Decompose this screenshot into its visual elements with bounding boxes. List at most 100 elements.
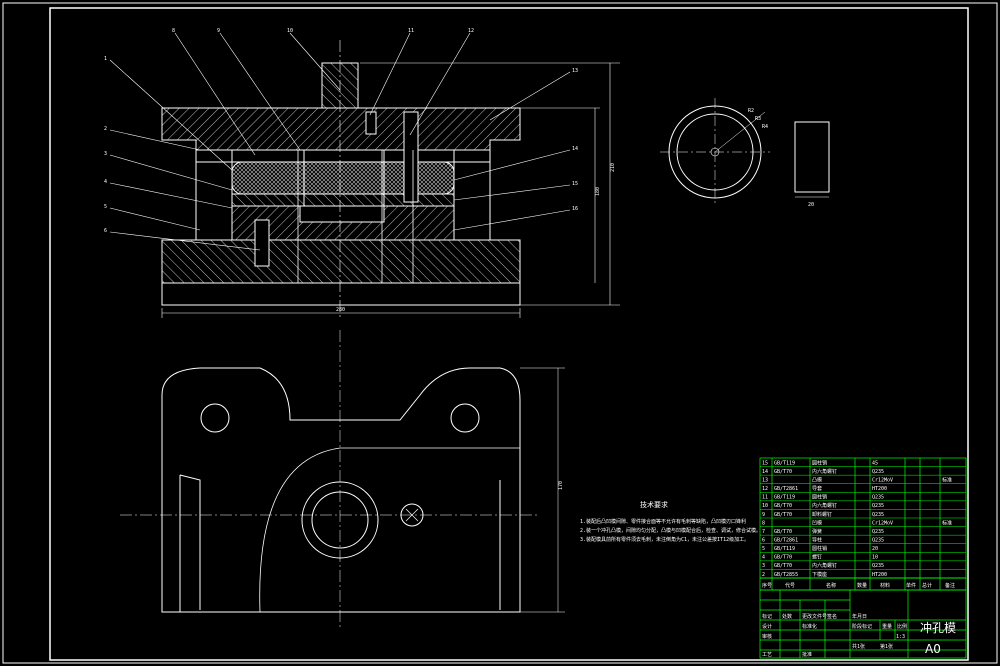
tb-mark: 标记 (762, 613, 772, 620)
dim-height-right: 210 (610, 163, 616, 172)
callout-right-13: 13 (572, 68, 578, 74)
callout-right-14: 14 (572, 146, 578, 152)
bom-cell-name: 螺钉 (812, 554, 822, 561)
bom-header-note: 备注 (945, 582, 955, 589)
bom-cell-no: 4 (762, 555, 765, 561)
sheet-size: A0 (925, 642, 941, 656)
bom-cell-mat: HT200 (872, 572, 887, 578)
rubber-pad (231, 161, 455, 195)
bom-cell-note: 标准 (942, 519, 952, 526)
bom-cell-code: GB/T119 (774, 546, 795, 552)
bom-cell-code: GB/T70 (774, 503, 792, 509)
guide-post-right (453, 149, 491, 241)
callout-left-4: 4 (104, 179, 107, 185)
sheet-index: 第1张 (880, 643, 893, 650)
bom-cell-code: GB/T2861 (774, 486, 798, 492)
inner-frame (49, 7, 969, 661)
bom-cell-code: GB/T70 (774, 555, 792, 561)
bom-header-qty: 数量 (857, 582, 867, 589)
dim-width-bottom: 280 (336, 307, 345, 313)
bom-header-name: 名称 (826, 582, 836, 589)
bom-cell-mat: 10 (872, 555, 878, 561)
bom-cell-name: 凸模 (812, 477, 822, 484)
bom-cell-no: 11 (762, 495, 768, 501)
bom-cell-no: 15 (762, 460, 768, 466)
tb-weight: 重量 (882, 623, 892, 630)
bom-cell-code: GB/T70 (774, 563, 792, 569)
front-section-view (161, 40, 521, 320)
bom-cell-name: 内六角螺钉 (812, 468, 837, 475)
bom-cell-mat: Cr12MoV (872, 478, 893, 484)
bom-cell-no: 2 (762, 572, 765, 578)
bom-cell-no: 7 (762, 529, 765, 535)
bom-cell-no: 12 (762, 486, 768, 492)
dim-circle-r3: R4 (762, 124, 768, 130)
bom-cell-name: 内六角螺钉 (812, 502, 837, 509)
bom-cell-code: GB/T70 (774, 469, 792, 475)
tb-approve: 批准 (802, 651, 812, 658)
bom-cell-mat: HT200 (872, 486, 887, 492)
tb-count: 处数 (782, 613, 792, 620)
bom-cell-code: GB/T2855 (774, 572, 798, 578)
bom-cell-name: 圆柱销 (812, 494, 827, 501)
bom-cell-name: 圆柱销 (812, 545, 827, 552)
screw-top (403, 111, 419, 203)
dim-plan-height: 170 (558, 481, 564, 490)
bom-cell-no: 8 (762, 520, 765, 526)
callout-top-9: 9 (217, 28, 220, 34)
upper-die-base (161, 107, 521, 151)
tb-date: 年月日 (852, 613, 867, 620)
bom-cell-name: 圆柱销 (812, 459, 827, 466)
guide-post-left (195, 149, 233, 241)
callout-top-11: 11 (408, 28, 414, 34)
bom-cell-no: 9 (762, 512, 765, 518)
bom-cell-name: 导柱 (812, 537, 822, 544)
callout-left-3: 3 (104, 151, 107, 157)
scale-value: 1:3 (896, 634, 905, 640)
bom-cell-mat: Cr12MoV (872, 520, 893, 526)
bom-header-no: 序号 (762, 582, 772, 589)
bom-cell-mat: Q235 (872, 512, 884, 518)
bom-cell-mat: Q235 (872, 469, 884, 475)
bom-cell-no: 5 (762, 546, 765, 552)
bom-header-code: 代号 (785, 582, 795, 589)
tb-standardize: 标准化 (802, 623, 817, 630)
bom-cell-no: 14 (762, 469, 768, 475)
tech-req-line-2: 2.装一个冲孔凸模，间隙均匀分配，凸模与凹模配合后，检查、调试，修合试模。 (580, 527, 761, 534)
callout-top-12: 12 (468, 28, 474, 34)
screw-left (254, 219, 270, 267)
tb-process: 工艺 (762, 652, 772, 658)
tb-stage-mark: 阶段标记 (852, 623, 872, 630)
callout-left-5: 5 (104, 204, 107, 210)
callout-top-10: 10 (287, 28, 293, 34)
tb-change-doc: 更改文件号 (802, 613, 827, 620)
bom-header-total: 总计 (922, 582, 932, 589)
dim-circle-r2: R3 (755, 116, 761, 122)
callout-top-8: 8 (172, 28, 175, 34)
tb-signature: 签名 (827, 613, 837, 620)
bom-cell-no: 10 (762, 503, 768, 509)
title-block (759, 589, 967, 659)
plan-view (120, 330, 565, 630)
dim-height-right2: 180 (595, 187, 601, 196)
bom-cell-name: 下模座 (812, 571, 827, 578)
bom-cell-code: GB/T119 (774, 495, 795, 501)
bom-cell-mat: Q235 (872, 503, 884, 509)
sheet-count: 共1张 (852, 643, 865, 650)
dim-side-width: 20 (808, 202, 814, 208)
front-dimensions (161, 62, 620, 318)
tb-design: 设计 (762, 623, 772, 630)
callout-right-15: 15 (572, 181, 578, 187)
tb-review: 审核 (762, 633, 772, 640)
tech-req-line-3: 3.装配模具前所有零件须去毛刺，未注倒角为C1，未注公差按IT12级加工。 (580, 536, 749, 543)
bom-cell-name: 导套 (812, 485, 822, 492)
bom-cell-code: GB/T2861 (774, 538, 798, 544)
bom-cell-mat: Q235 (872, 529, 884, 535)
drawing-title: 冲孔模 (920, 620, 956, 635)
bom-cell-name: 凹模 (812, 519, 822, 526)
bom-cell-mat: Q235 (872, 495, 884, 501)
bom-cell-mat: 45 (872, 460, 878, 466)
tb-scale-label: 比例 (897, 623, 907, 630)
